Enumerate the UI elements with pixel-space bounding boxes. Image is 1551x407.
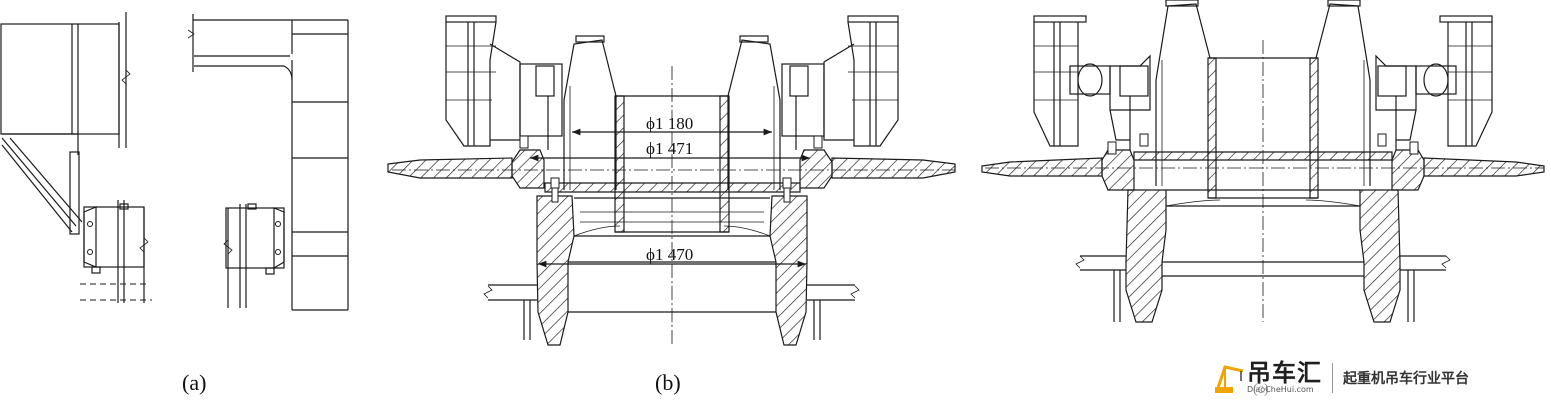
watermark-slogan: 起重机吊车行业平台 [1343,371,1469,387]
panel-a-right-drawing [187,14,349,311]
crane-icon [1215,365,1244,393]
caption-b: (b) [655,370,681,395]
panel-a-drawing [0,12,152,303]
watermark-divider [1332,363,1333,393]
watermark-brand: 吊车汇 DiaoCheHui.com [1247,361,1322,395]
watermark-brand-site: DiaoCheHui.com [1247,385,1314,394]
dimension-d1471: ϕ1 471 [646,139,693,158]
panel-c-drawing [981,0,1545,323]
caption-c: (c) [1253,382,1269,397]
dimension-d1470: ϕ1 470 [646,245,693,264]
watermark-logo: 吊车汇 DiaoCheHui.com 起重机吊车行业平台 [1213,357,1469,399]
panel-b-drawing [387,15,956,346]
caption-a: (a) [182,370,207,395]
watermark-brand-cn: 吊车汇 [1247,359,1322,387]
dimension-d1180: ϕ1 180 [646,114,693,133]
